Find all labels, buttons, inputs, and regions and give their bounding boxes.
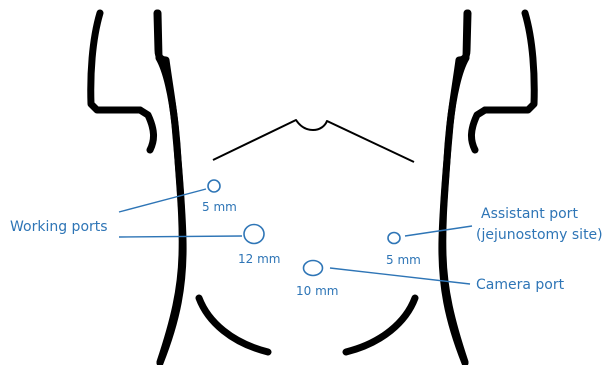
leader-assistant [405,226,472,236]
right-arm-outer [485,13,534,110]
leader-working-lower [119,236,242,237]
port-camera [304,261,323,276]
port-type-labels: Working ports Assistant port (jejunostom… [10,206,603,293]
right-groin-line [346,298,415,352]
port-size-labels: 5 mm 12 mm 10 mm 5 mm [202,200,421,298]
size-working-upper: 5 mm [202,200,237,214]
port-working-upper [208,180,220,192]
groin-lines [199,298,415,352]
left-inner-arm [140,110,154,150]
leader-lines [119,189,472,284]
size-assistant: 5 mm [386,253,421,267]
label-assistant-port-note: (jejunostomy site) [476,227,603,243]
port-markers [208,180,400,276]
port-working-lower [244,225,264,244]
leader-camera [330,268,470,284]
label-assistant-port: Assistant port [481,206,578,222]
right-body-contour [442,13,467,363]
left-body-contour [158,13,183,363]
label-working-ports: Working ports [10,219,108,235]
left-arm-outer [91,13,140,110]
size-camera: 10 mm [296,284,338,298]
port-assistant [388,233,400,244]
left-groin-line [199,298,268,352]
right-inner-arm [471,110,485,150]
size-working-lower: 12 mm [238,252,280,266]
costal-margin [213,120,414,162]
label-camera-port: Camera port [476,277,565,293]
torso-outline [91,13,534,362]
leader-working-upper [119,189,206,212]
